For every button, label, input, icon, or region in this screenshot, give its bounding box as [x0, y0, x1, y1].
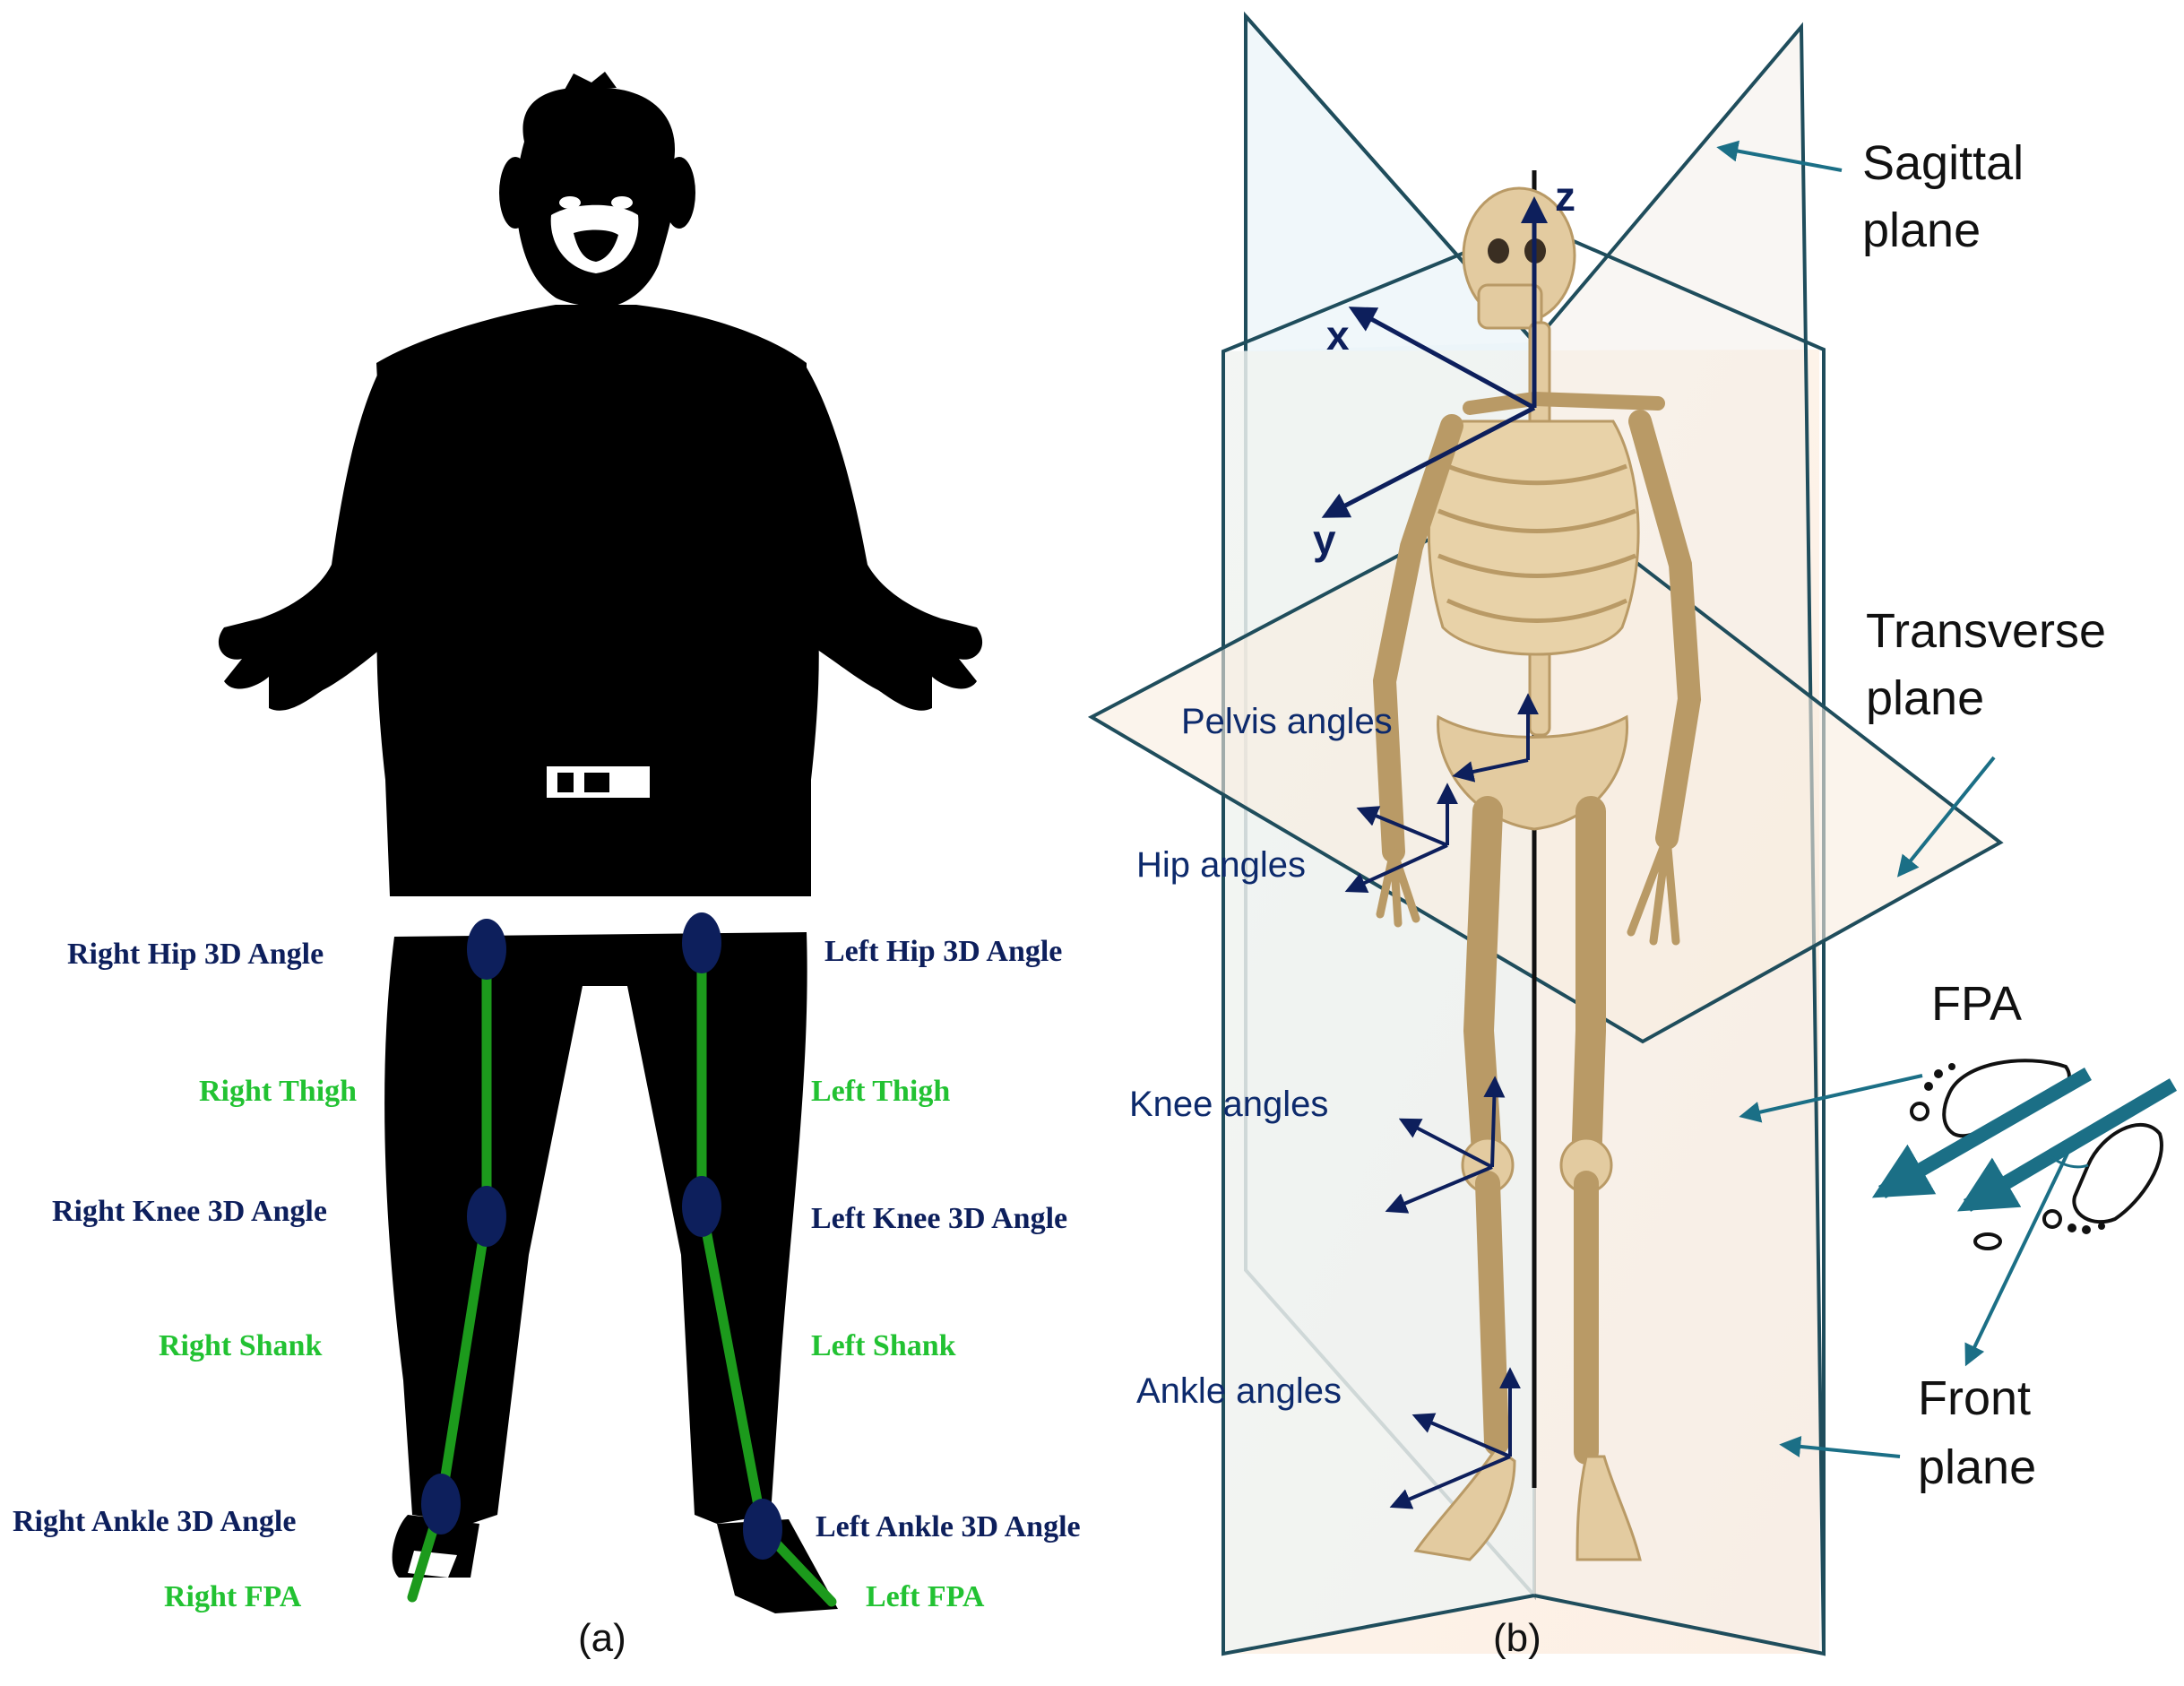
right-shank-segment	[436, 1211, 492, 1509]
body-axes	[1321, 196, 1548, 518]
pelvis-angles-label: Pelvis angles	[1181, 702, 1393, 741]
right-ankle-joint	[421, 1474, 461, 1535]
right-shank-label: Right Shank	[159, 1329, 322, 1362]
left-fpa-axis-arrow	[1871, 1068, 2092, 1198]
plane-pointers	[1716, 140, 2076, 1458]
panel-a-caption: (a)	[578, 1616, 626, 1660]
left-ankle-label: Left Ankle 3D Angle	[816, 1510, 1081, 1543]
x-axis-label: x	[1326, 312, 1350, 359]
panel-b-caption: (b)	[1493, 1616, 1541, 1660]
right-hip-label: Right Hip 3D Angle	[67, 938, 324, 971]
left-shank-segment	[696, 1201, 768, 1535]
skeleton-figure	[1372, 186, 1702, 1561]
right-ankle-label: Right Ankle 3D Angle	[13, 1505, 296, 1538]
y-axis-label: y	[1313, 516, 1336, 563]
left-knee-label: Left Knee 3D Angle	[811, 1202, 1067, 1235]
person-silhouette	[218, 72, 983, 1613]
front-label-line1: Front	[1918, 1371, 2031, 1425]
fpa-label: FPA	[1931, 977, 2022, 1031]
sagittal-pointer-arrow	[1716, 140, 1843, 172]
knee-angles-label: Knee angles	[1129, 1085, 1328, 1124]
hip-angles-label: Hip angles	[1136, 845, 1306, 885]
z-axis-label: z	[1555, 173, 1575, 220]
front-label-line2: plane	[1918, 1440, 2036, 1494]
right-thigh-label: Right Thigh	[199, 1075, 357, 1108]
left-hip-joint	[682, 912, 721, 973]
anatomical-planes	[1087, 11, 2004, 1656]
left-fpa-label: Left FPA	[866, 1580, 985, 1613]
right-footprint-icon	[2072, 1123, 2163, 1224]
transverse-pointer-arrow	[1896, 756, 1996, 878]
sagittal-label-line2: plane	[1862, 203, 1981, 257]
gait-segments	[407, 912, 837, 1607]
front-pointer-arrow	[1779, 1435, 1901, 1458]
x-axis-arrow	[1348, 307, 1536, 411]
fpa-pointer-arrow	[1739, 1074, 1923, 1123]
right-hip-joint	[467, 919, 506, 980]
right-fpa-axis-arrow	[1956, 1078, 2178, 1212]
joint-frames	[1344, 693, 1539, 1509]
left-thigh-label: Left Thigh	[811, 1075, 950, 1108]
left-ankle-joint	[743, 1499, 782, 1560]
right-fpa-label: Right FPA	[164, 1580, 302, 1613]
left-shank-label: Left Shank	[811, 1329, 956, 1362]
ankle-angles-label: Ankle angles	[1136, 1371, 1342, 1411]
sagittal-label-line1: Sagittal	[1862, 136, 2024, 190]
left-hip-label: Left Hip 3D Angle	[824, 935, 1062, 968]
fpa-front-pointer-arrow	[1964, 1137, 2076, 1367]
right-knee-label: Right Knee 3D Angle	[52, 1195, 327, 1228]
left-knee-joint	[682, 1176, 721, 1237]
y-axis-arrow	[1321, 405, 1536, 518]
fpa-footprint-icons	[1871, 1059, 2178, 1250]
transverse-label-line1: Transverse	[1866, 604, 2106, 658]
right-knee-joint	[467, 1186, 506, 1247]
transverse-label-line2: plane	[1866, 671, 1984, 725]
